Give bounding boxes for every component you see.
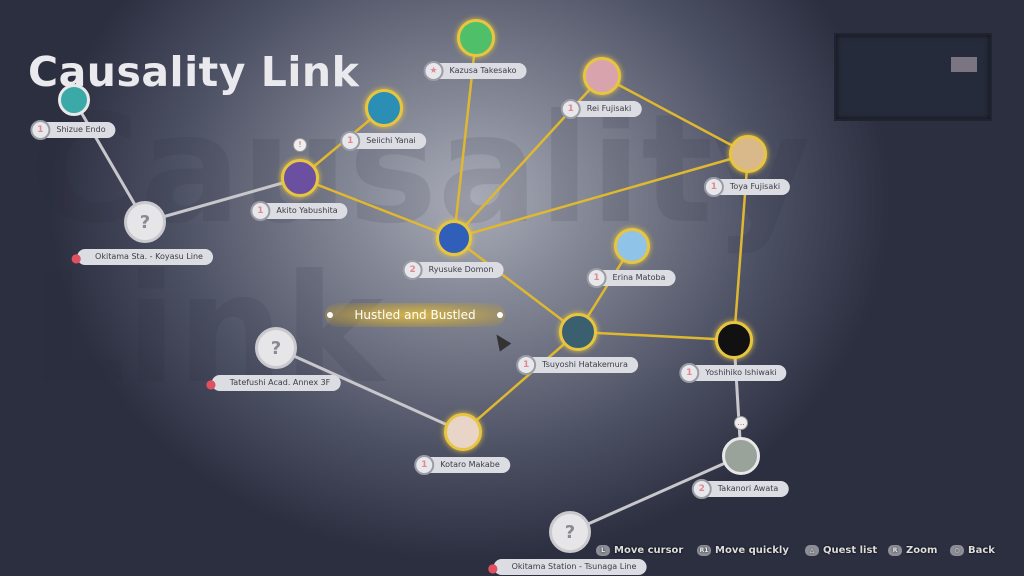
character-name: Tsuyoshi Hatakemura [542,360,628,369]
link-akito-ryusuke [299,176,455,240]
character-node-akito[interactable] [281,159,319,197]
name-label-yoshihiko: 1 Yoshihiko Ishiwaki [679,363,787,383]
link-shizue-koyasu [72,99,147,223]
control-hint-back: ○ Back [950,543,995,557]
link-level-badge: 2 [402,260,423,280]
character-name: Shizue Endo [56,125,106,134]
button-glyph-icon: L [596,544,610,556]
name-label-ryusuke: 2 Ryusuke Domon [402,260,504,280]
hint-label: Quest list [823,544,878,556]
quest-node-hustled-and-bustled[interactable]: Hustled and Bustled [325,303,505,327]
character-node-tsuyoshi[interactable] [559,313,597,351]
button-glyph-icon: △ [805,544,819,556]
character-node-kazusa[interactable] [457,19,495,57]
button-glyph-icon: ○ [950,544,964,556]
location-label-koyasu: ● Okitama Sta. - Koyasu Line [71,249,213,265]
character-node-seiichi[interactable] [365,89,403,127]
name-label-rei: 1 Rei Fujisaki [560,99,642,119]
character-node-rei[interactable] [583,57,621,95]
link-level-badge: 1 [250,201,271,221]
question-icon: ? [564,521,576,543]
hint-label: Move cursor [614,544,684,556]
character-name: Toya Fujisaki [729,182,781,191]
minimap [834,33,992,121]
hint-label: Zoom [906,544,938,556]
location-label-tatefushi: ● Tatefushi Acad. Annex 3F [206,375,341,391]
link-level-badge: 1 [560,99,581,119]
question-icon: ? [139,211,151,233]
question-icon: ? [270,337,282,359]
hint-label: Back [968,544,995,556]
location-text: Tatefushi Acad. Annex 3F [229,378,331,387]
link-level-badge: 1 [30,120,51,140]
name-label-kazusa: ★ Kazusa Takesako [423,61,527,81]
unknown-location-node-tsunaga[interactable]: ? [549,511,591,553]
link-level-badge: 2 [691,479,712,499]
name-label-toya: 1 Toya Fujisaki [703,177,791,197]
location-pin-icon: ● [487,561,499,575]
location-label-tsunaga: ● Okitama Station - Tsunaga Line [488,559,647,575]
character-node-yoshihiko[interactable] [715,321,753,359]
name-label-shizue: 1 Shizue Endo [30,120,116,140]
quest-label: Hustled and Bustled [354,308,476,322]
button-glyph-icon: R1 [697,544,711,556]
link-tatefushi-kotaro [275,346,464,434]
character-name: Takanori Awata [717,484,779,493]
character-name: Yoshihiko Ishiwaki [705,368,777,377]
minimap-viewport-marker [951,57,977,72]
unknown-location-node-koyasu[interactable]: ? [124,201,166,243]
character-name: Kazusa Takesako [449,66,517,75]
link-level-badge: 1 [586,268,607,288]
location-pin-icon: ● [71,251,82,265]
character-name: Seiichi Yanai [366,136,416,145]
alert-bubble-icon: ! [293,138,307,152]
link-level-badge: 1 [679,363,700,383]
name-label-seiichi: 1 Seiichi Yanai [340,131,426,151]
link-level-badge: 1 [703,177,724,197]
page-title: Causality Link [28,48,360,96]
link-koyasu-akito [144,176,301,224]
alert-bubble-icon: ... [734,416,748,430]
link-tsuyoshi-yoshihiko [577,330,735,342]
location-text: Okitama Station - Tsunaga Line [511,562,637,571]
button-glyph-icon: R [888,544,902,556]
link-level-badge: 1 [340,131,361,151]
character-name: Rei Fujisaki [586,104,632,113]
link-ryusuke-tsuyoshi [453,237,579,333]
link-takanori-tsunaga [569,454,742,534]
character-name: Akito Yabushita [276,206,338,215]
name-label-takanori: 2 Takanori Awata [691,479,789,499]
name-label-kotaro: 1 Kotaro Makabe [414,455,510,475]
quest-left-dot [327,312,333,318]
name-label-erina: 1 Erina Matoba [586,268,676,288]
character-node-kotaro[interactable] [444,413,482,451]
name-label-akito: 1 Akito Yabushita [250,201,348,221]
character-node-shizue[interactable] [58,84,90,116]
character-name: Ryusuke Domon [428,265,494,274]
character-node-ryusuke[interactable] [436,220,472,256]
link-rei-toya [601,74,749,156]
link-tsuyoshi-kotaro [462,331,579,433]
character-name: Kotaro Makabe [440,460,500,469]
name-label-tsuyoshi: 1 Tsuyoshi Hatakemura [516,355,638,375]
link-level-badge: 1 [414,455,435,475]
location-text: Okitama Sta. - Koyasu Line [95,252,203,261]
unknown-location-node-tatefushi[interactable]: ? [255,327,297,369]
control-hint-move-cursor: L Move cursor [596,543,683,557]
character-node-erina[interactable] [614,228,650,264]
character-node-takanori[interactable] [722,437,760,475]
character-node-toya[interactable] [729,135,767,173]
control-hint-move-quickly: R1 Move quickly [697,543,789,557]
link-level-badge: ★ [423,61,444,81]
location-pin-icon: ● [205,377,217,391]
quest-right-dot [497,312,503,318]
link-yoshihiko-takanori [732,339,743,457]
hint-label: Move quickly [715,544,789,556]
control-hint-quest-list: △ Quest list [805,543,877,557]
control-hint-zoom: R Zoom [888,543,937,557]
character-name: Erina Matoba [612,273,666,282]
link-toya-ryusuke [453,152,749,240]
link-level-badge: 1 [516,355,537,375]
